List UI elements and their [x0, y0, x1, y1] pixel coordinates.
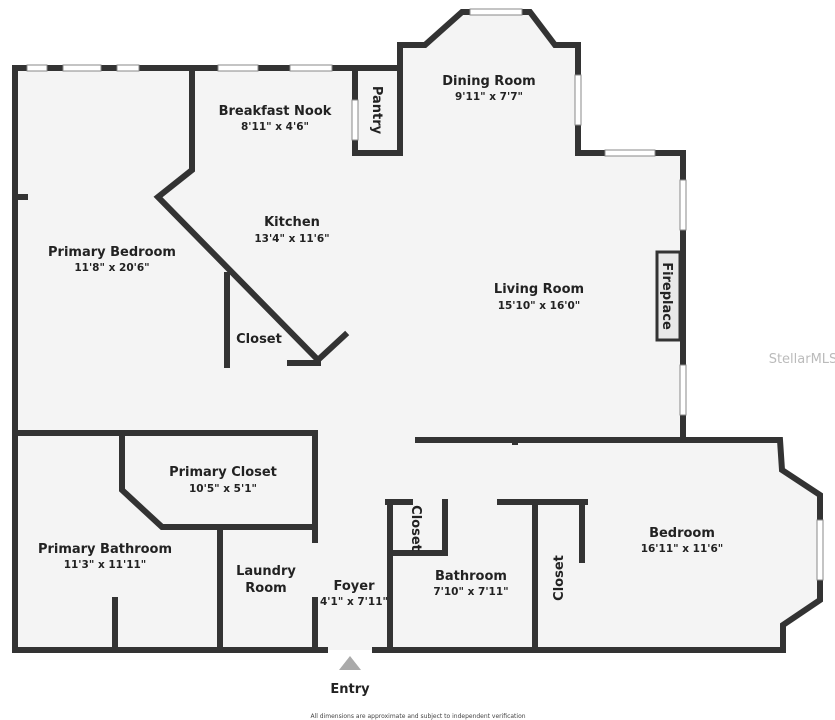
bathroom-dim: 7'10" x 7'11"	[433, 586, 508, 598]
primary-bathroom-dim: 11'3" x 11'11"	[64, 559, 147, 571]
foyer-label: Foyer	[334, 579, 376, 594]
bedroom-label: Bedroom	[649, 526, 715, 541]
laundry-room-label: Laundry	[236, 564, 296, 579]
primary-bathroom-label: Primary Bathroom	[38, 542, 172, 557]
kitchen-dim: 13'4" x 11'6"	[254, 233, 329, 245]
primary-closet-label: Primary Closet	[169, 465, 277, 480]
fireplace-label: Fireplace	[659, 262, 674, 330]
bathroom-label: Bathroom	[435, 569, 507, 584]
dining-room-dim: 9'11" x 7'7"	[455, 91, 523, 103]
closet-bedroom-label: Closet	[552, 555, 567, 601]
breakfast-nook-label: Breakfast Nook	[219, 104, 332, 119]
entry-arrow-icon	[339, 656, 361, 670]
bedroom-dim: 16'11" x 11'6"	[641, 543, 724, 555]
primary-bedroom-dim: 11'8" x 20'6"	[74, 262, 149, 274]
entry-label: Entry	[330, 682, 370, 697]
fireplace	[655, 250, 682, 342]
pantry-label: Pantry	[369, 86, 384, 135]
closet-hall-label: Closet	[408, 505, 423, 551]
kitchen-label: Kitchen	[264, 215, 320, 230]
floor-area	[15, 12, 820, 650]
laundry-room-label-line2: Room	[245, 581, 286, 596]
dining-room-label: Dining Room	[442, 74, 535, 89]
primary-bedroom-label: Primary Bedroom	[48, 245, 176, 260]
disclaimer: All dimensions are approximate and subje…	[310, 713, 525, 720]
closet-kitchen-label: Closet	[236, 332, 282, 347]
watermark: StellarMLS	[769, 352, 835, 367]
walls	[12, 9, 823, 653]
living-room-label: Living Room	[494, 282, 584, 297]
foyer-dim: 4'1" x 7'11"	[320, 596, 388, 608]
primary-closet-dim: 10'5" x 5'1"	[189, 483, 257, 495]
windows	[26, 8, 824, 581]
living-room-dim: 15'10" x 16'0"	[498, 300, 581, 312]
breakfast-nook-dim: 8'11" x 4'6"	[241, 121, 309, 133]
